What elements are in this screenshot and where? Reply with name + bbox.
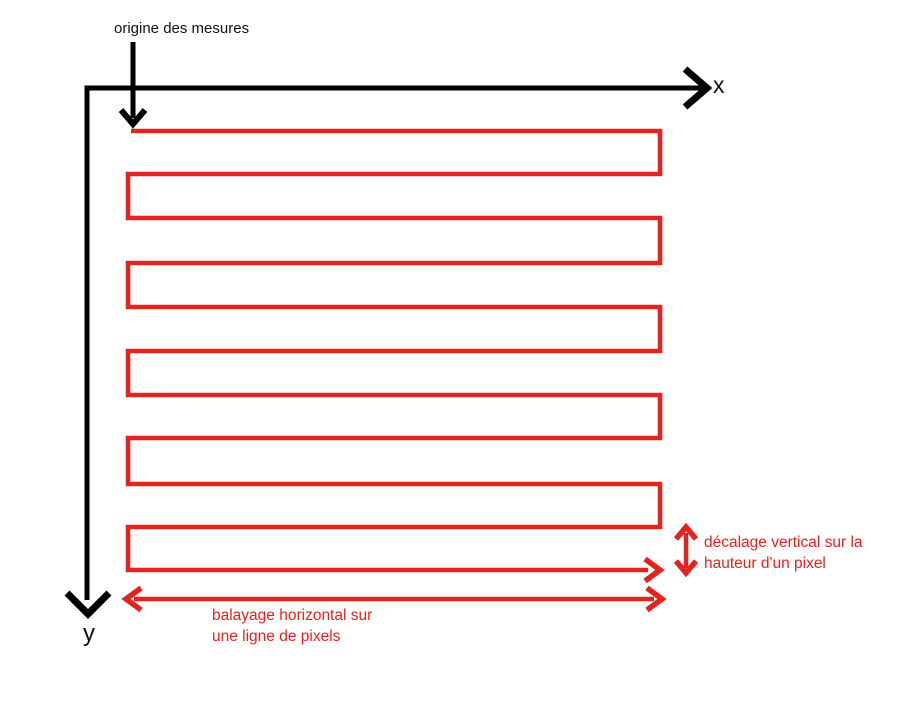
xy-axes-line bbox=[84, 85, 702, 600]
horizontal-scan-arrow-left-head-icon bbox=[121, 585, 143, 613]
scan-pattern bbox=[125, 128, 665, 584]
vertical-offset-label-line1: décalage vertical sur la bbox=[704, 534, 863, 551]
origin-label: origine des mesures bbox=[114, 20, 250, 37]
x-axis-arrowhead-icon bbox=[682, 66, 713, 110]
vertical-offset-label-line2: hauteur d'un pixel bbox=[704, 555, 826, 572]
vertical-offset-label: décalage vertical sur la hauteur d'un pi… bbox=[704, 532, 863, 574]
measure-arrows bbox=[121, 522, 699, 613]
horizontal-scan-arrow-right-head-icon bbox=[645, 585, 667, 613]
vertical-offset-arrow-bottom-head-icon bbox=[673, 559, 699, 578]
horizontal-scan-label-line1: balayage horizontal sur bbox=[212, 607, 373, 624]
vertical-offset-arrow-top-head-icon bbox=[673, 522, 699, 541]
origin-pointer-arrowhead-icon bbox=[118, 108, 148, 129]
y-axis-arrowhead-icon bbox=[64, 590, 112, 619]
scan-path bbox=[125, 128, 663, 573]
horizontal-scan-label-line2: une ligne de pixels bbox=[212, 628, 341, 645]
scan-path-end-arrowhead-icon bbox=[643, 556, 665, 584]
x-axis-label: x bbox=[713, 72, 725, 98]
axes bbox=[64, 42, 713, 619]
horizontal-scan-label: balayage horizontal sur une ligne de pix… bbox=[212, 605, 372, 647]
y-axis-label: y bbox=[83, 620, 95, 647]
